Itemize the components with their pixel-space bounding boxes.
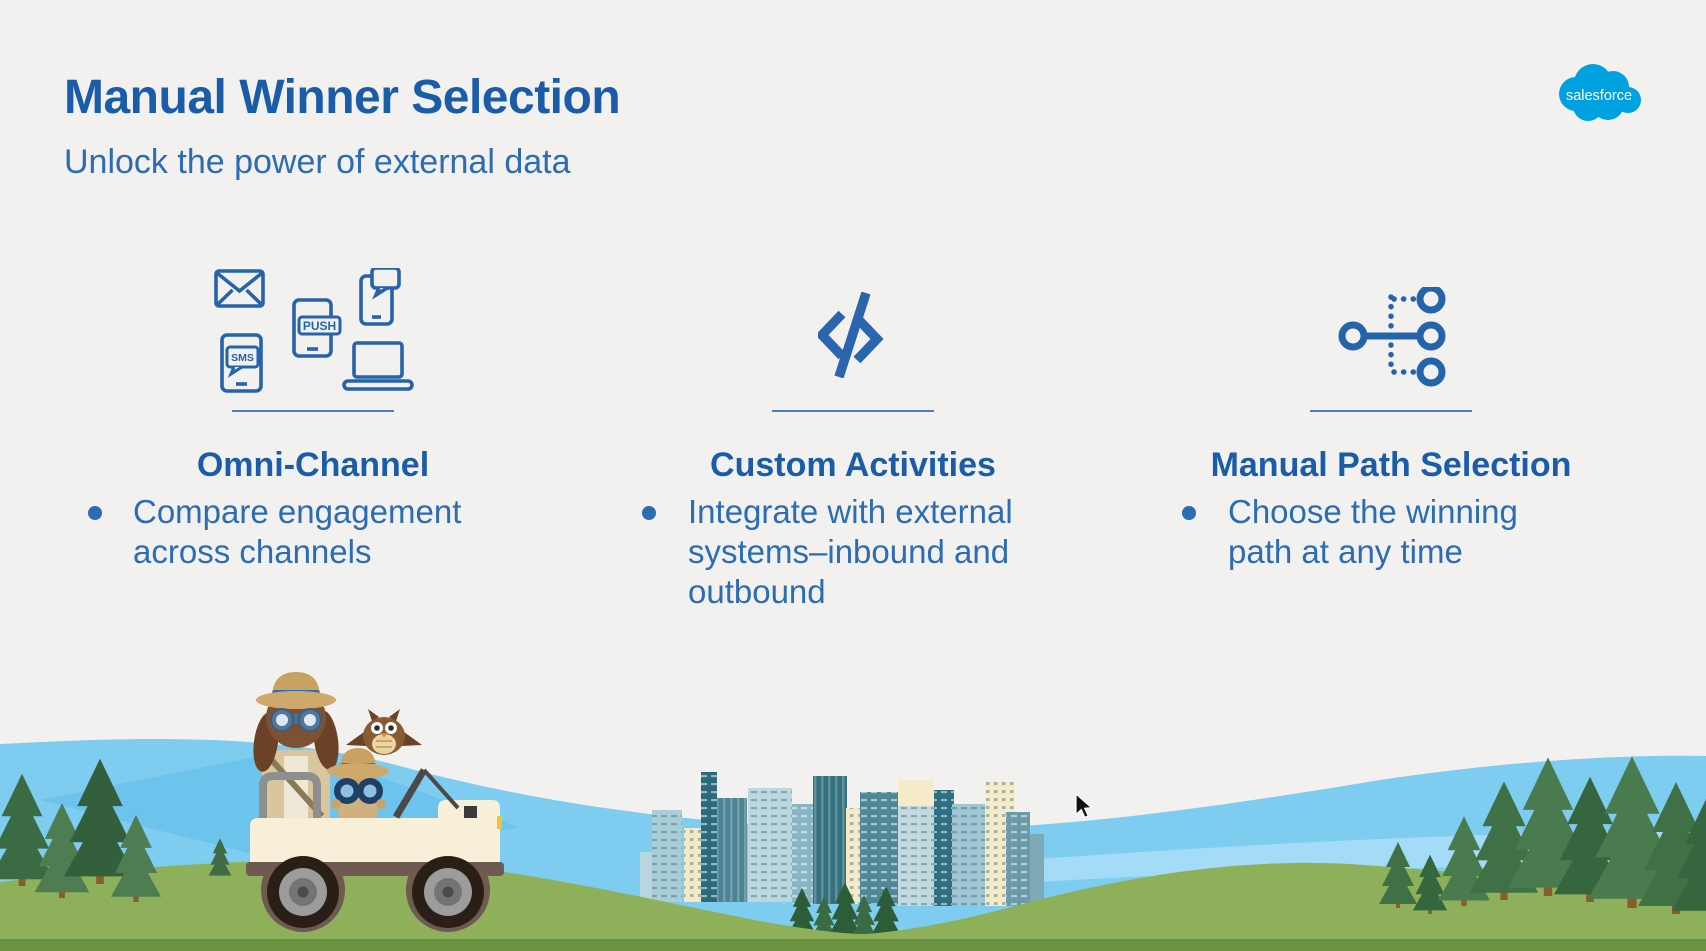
- landscape-illustration: [0, 672, 1706, 951]
- safari-jeep-scene: [246, 672, 504, 932]
- sms-label: SMS: [231, 352, 254, 364]
- bullet-dot: [642, 506, 656, 520]
- page-subtitle: Unlock the power of external data: [64, 143, 571, 181]
- column-manual-path-selection: Manual Path Selection Choose the winning…: [1166, 240, 1616, 660]
- bullet-text: Compare engagement across channels: [133, 493, 462, 570]
- bullet-item: Integrate with external systems–inbound …: [642, 492, 1013, 612]
- salesforce-logo-text: salesforce: [1566, 88, 1632, 104]
- code-icon: [818, 292, 884, 378]
- column-divider: [772, 410, 934, 412]
- bullet-item: Compare engagement across channels: [88, 492, 461, 572]
- pine-trees-left: [0, 758, 232, 902]
- column-custom-activities: Custom Activities Integrate with externa…: [628, 240, 1078, 660]
- explorer-cub-character: [327, 748, 389, 820]
- salesforce-logo: salesforce: [1559, 64, 1641, 121]
- jeep-roll-bar: [259, 772, 321, 818]
- jeep-wheel: [267, 856, 339, 928]
- laptop-icon: [342, 341, 414, 391]
- mouse-cursor: [1075, 793, 1093, 819]
- push-notification-phone-icon: [292, 298, 342, 358]
- column-heading: Manual Path Selection: [1210, 446, 1572, 484]
- email-icon: [214, 269, 265, 308]
- column-heading: Custom Activities: [710, 446, 996, 484]
- column-heading: Omni-Channel: [196, 446, 430, 484]
- page-title: Manual Winner Selection: [64, 71, 621, 124]
- chat-phone-icon: [359, 268, 401, 326]
- explorer-dog-character: [253, 672, 339, 820]
- manual-path-icon: [1338, 287, 1446, 387]
- jeep-windshield: [392, 768, 428, 819]
- owl-character: [346, 709, 422, 755]
- pine-trees-right: [1379, 756, 1706, 914]
- bullet-text: Integrate with external systems–inbound …: [688, 493, 1013, 610]
- column-omni-channel: PUSH SMS Omni-Channel Compare engagement…: [88, 240, 538, 660]
- jeep-wheel: [412, 856, 484, 928]
- bullet-item: Choose the winning path at any time: [1182, 492, 1518, 572]
- bullet-dot: [1182, 506, 1196, 520]
- column-divider: [1310, 410, 1472, 412]
- sms-phone-icon: [220, 333, 263, 393]
- city-skyline: [640, 772, 1044, 914]
- column-divider: [232, 410, 394, 412]
- omni-channel-devices-icon: PUSH SMS: [214, 268, 414, 393]
- safari-jeep: [246, 768, 504, 932]
- bullet-text: Choose the winning path at any time: [1228, 493, 1518, 570]
- push-label: PUSH: [303, 319, 336, 333]
- bullet-dot: [88, 506, 102, 520]
